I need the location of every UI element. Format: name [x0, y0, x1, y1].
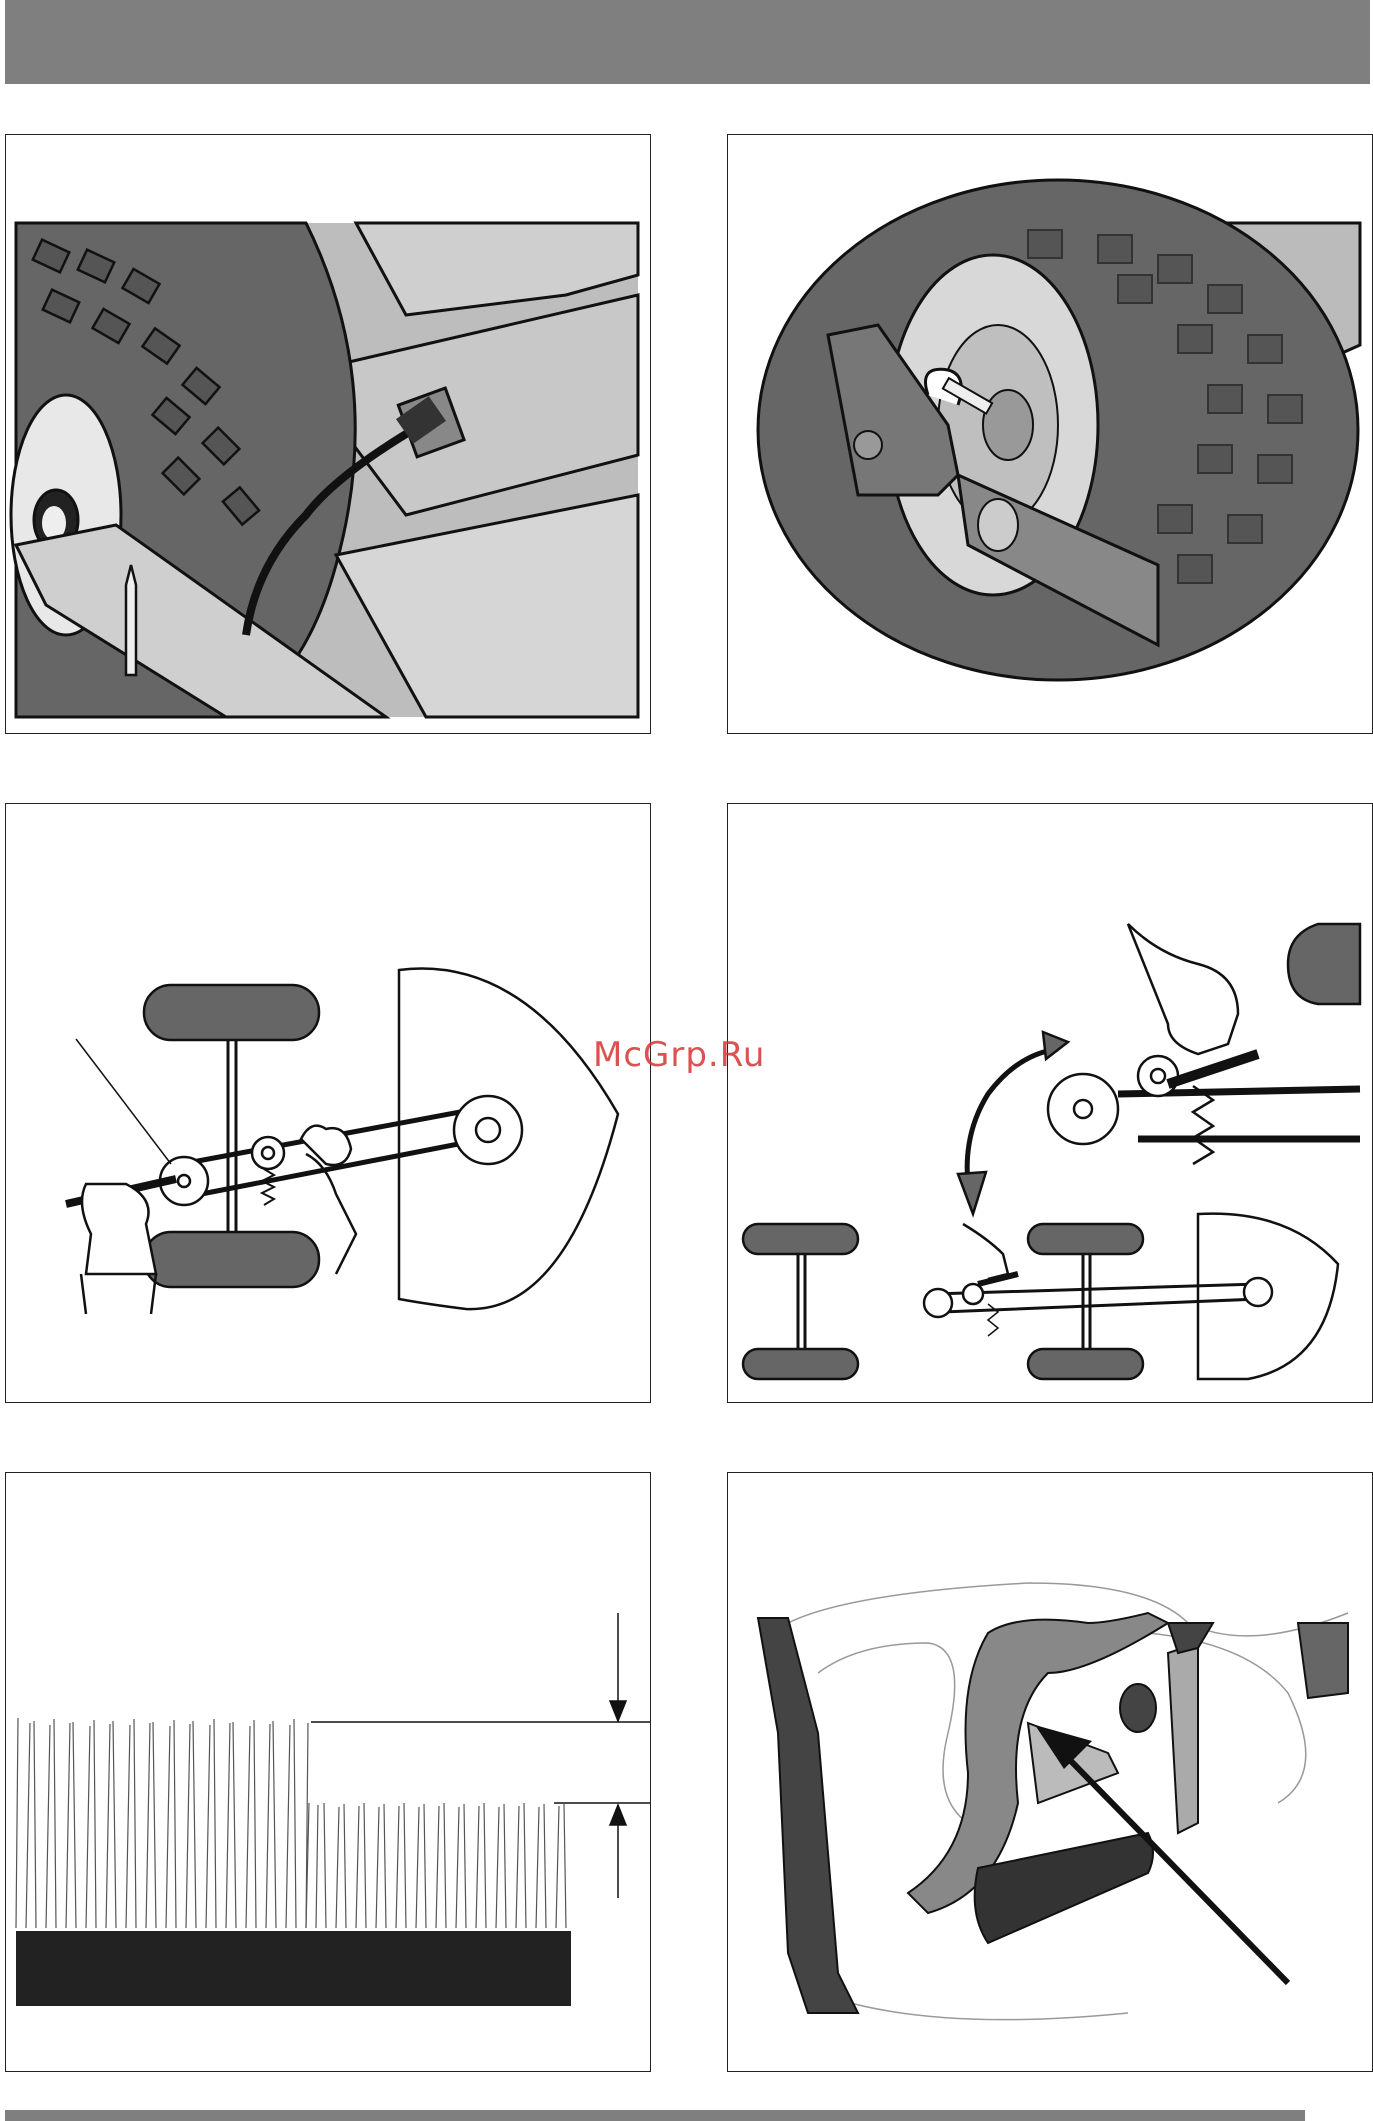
- footer-bar: [5, 2110, 1305, 2121]
- figure-wheel-cable-connector: [5, 134, 651, 734]
- watermark-text: McGrp.Ru: [593, 1035, 765, 1075]
- figure-belt-tension: [5, 803, 651, 1403]
- figure-grass-cutting-height: [5, 1472, 651, 2072]
- figure-deck-underside-arrow: [727, 1472, 1373, 2072]
- figure-belt-tensioner-pulley: [727, 803, 1373, 1403]
- header-bar: [5, 0, 1370, 84]
- figure-wheel-axle-pin: [727, 134, 1373, 734]
